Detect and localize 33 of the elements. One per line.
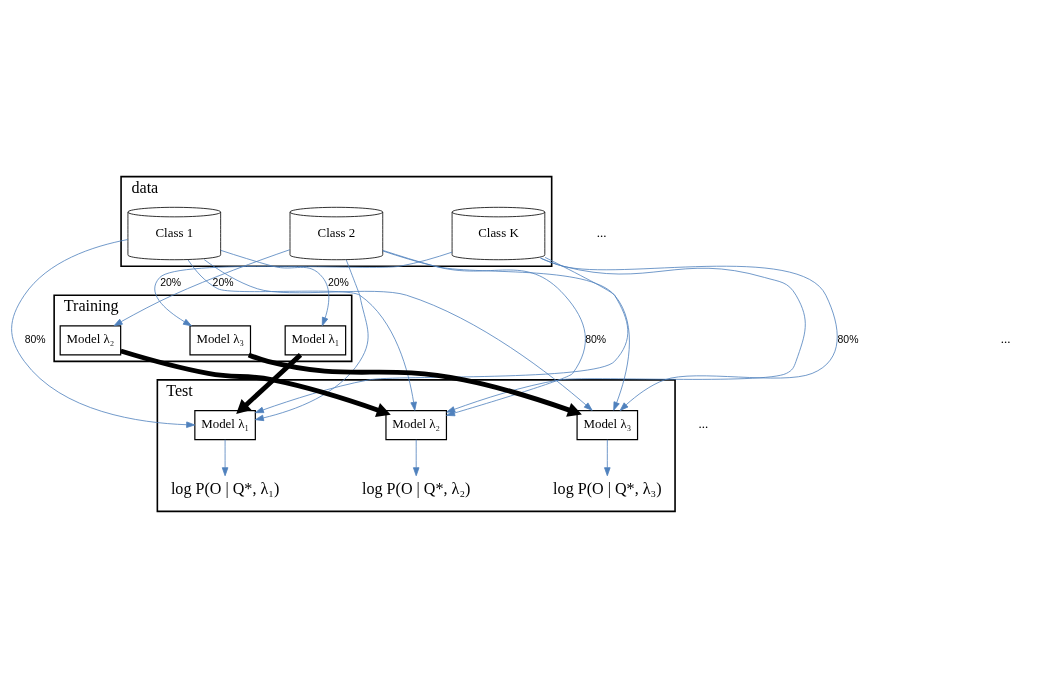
arrow bbox=[236, 353, 303, 415]
label: ... bbox=[596, 225, 607, 240]
arrow bbox=[254, 259, 369, 422]
arrow bbox=[11, 239, 196, 428]
edge-label: 20% bbox=[160, 276, 182, 288]
arrow bbox=[203, 259, 593, 411]
node-box: Model λ₃ bbox=[576, 409, 639, 441]
arrow bbox=[187, 259, 417, 411]
arrow bbox=[382, 250, 630, 411]
arrow bbox=[113, 249, 291, 327]
edge-label: 20% bbox=[327, 276, 349, 288]
label: ... bbox=[698, 417, 709, 432]
arrow bbox=[220, 249, 330, 327]
arrow bbox=[120, 348, 391, 417]
label: ... bbox=[1000, 332, 1011, 347]
node-box: Model λ₂ bbox=[385, 409, 448, 441]
node-box: Model λ₂ bbox=[59, 325, 122, 356]
node-box: Model λ₃ bbox=[189, 325, 252, 356]
arrow bbox=[412, 439, 420, 477]
edge-label: 80% bbox=[585, 334, 607, 346]
node-text: log P(O | Q*, λ₂) bbox=[362, 480, 471, 498]
node-box: Model λ₁ bbox=[194, 409, 256, 441]
edge-label: 80% bbox=[837, 334, 859, 346]
arrow bbox=[154, 251, 453, 327]
arrow bbox=[221, 439, 229, 477]
edge-label: 20% bbox=[212, 276, 234, 288]
arrow bbox=[604, 439, 611, 477]
node-box: Model λ₁ bbox=[284, 325, 347, 356]
arrow bbox=[540, 257, 838, 411]
edge-label: 80% bbox=[24, 334, 46, 346]
arrow bbox=[255, 257, 629, 414]
node-text: log P(O | Q*, λ₃) bbox=[553, 480, 662, 498]
node-text: log P(O | Q*, λ₁) bbox=[170, 480, 280, 498]
